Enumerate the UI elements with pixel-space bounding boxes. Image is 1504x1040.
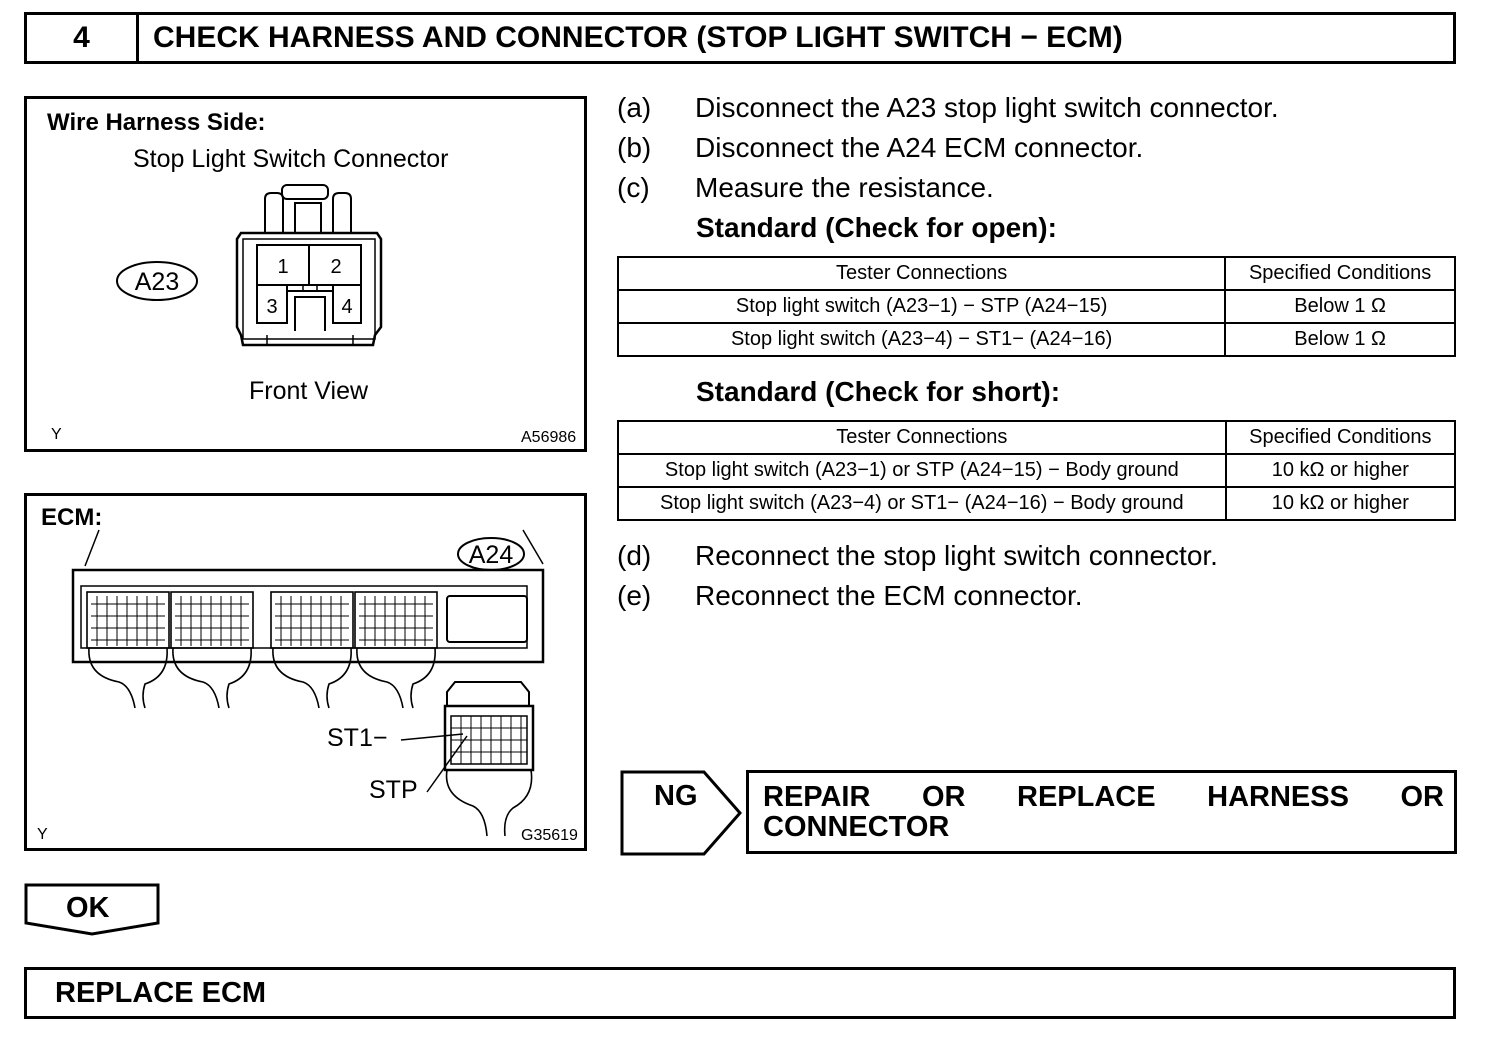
table-header-row: Tester Connections Specified Conditions: [616, 256, 1456, 291]
specified-condition-cell: Below 1 Ω: [1224, 289, 1456, 324]
connector-code-text: A23: [135, 268, 179, 296]
figure-code: G35619: [521, 827, 578, 844]
final-action-box: REPLACE ECM: [24, 967, 1456, 1019]
step-text: Reconnect the stop light switch connecto…: [695, 540, 1218, 571]
ecm-label: ECM:: [41, 504, 103, 531]
tester-connection-cell: Stop light switch (A23−4) or ST1− (A24−1…: [617, 486, 1227, 521]
step-text: Reconnect the ECM connector.: [695, 580, 1083, 611]
specified-condition-cell: Below 1 Ω: [1224, 322, 1456, 357]
step-header: 4 CHECK HARNESS AND CONNECTOR (STOP LIGH…: [24, 12, 1456, 64]
corner-mark: Y: [37, 826, 48, 843]
step-text: Measure the resistance.: [695, 172, 994, 203]
ecm-drawing: A24: [71, 529, 545, 837]
step-title: CHECK HARNESS AND CONNECTOR (STOP LIGHT …: [153, 21, 1123, 54]
table-row: Stop light switch (A23−4) − ST1− (A24−16…: [616, 322, 1456, 357]
final-action-text: REPLACE ECM: [55, 976, 267, 1009]
ng-action-line2: CONNECTOR: [763, 811, 950, 843]
specified-condition-cell: 10 kΩ or higher: [1224, 486, 1457, 521]
step-text: Disconnect the A23 stop light switch con…: [695, 92, 1279, 123]
standard-short-heading: Standard (Check for short):: [696, 376, 1061, 407]
column-header: Specified Conditions: [1224, 256, 1456, 291]
ng-action-box: REPAIR OR REPLACE HARNESS OR CONNECTOR: [746, 770, 1457, 854]
ng-action-line1: REPAIR OR REPLACE HARNESS OR: [763, 781, 1444, 814]
specified-condition-cell: 10 kΩ or higher: [1224, 453, 1457, 488]
step-number: 4: [27, 15, 139, 61]
connector-drawing: A23 1 2 3 4: [116, 184, 383, 347]
standard-short-table: Tester Connections Specified Conditions …: [617, 420, 1457, 521]
standard-open-heading: Standard (Check for open):: [696, 212, 1057, 243]
figure-stop-light-switch-connector: Wire Harness Side: Stop Light Switch Con…: [24, 96, 587, 452]
pin-number: 3: [266, 296, 277, 318]
step-label: (c): [617, 172, 650, 203]
pin-number: 4: [341, 296, 352, 318]
column-header: Tester Connections: [617, 420, 1227, 455]
column-header: Tester Connections: [616, 256, 1227, 291]
corner-mark: Y: [51, 426, 62, 443]
table-row: Stop light switch (A23−4) or ST1− (A24−1…: [617, 486, 1457, 521]
pin-number: 1: [277, 256, 288, 278]
ng-label: NG: [654, 780, 698, 812]
ecm-connector-code: A24: [469, 541, 514, 569]
column-header: Specified Conditions: [1224, 420, 1457, 455]
step-label: (e): [617, 580, 652, 611]
tester-connection-cell: Stop light switch (A23−4) − ST1− (A24−16…: [616, 322, 1227, 357]
ng-action-word: OR: [1400, 781, 1445, 813]
ng-action-word: OR: [921, 781, 966, 813]
terminal-st1-label: ST1−: [327, 724, 388, 752]
pin-number: 2: [330, 256, 341, 278]
connector-code-ellipse: [116, 261, 198, 301]
step-label: (a): [617, 92, 652, 123]
step-label: (b): [617, 132, 652, 163]
table-row: Stop light switch (A23−1) or STP (A24−15…: [617, 453, 1457, 488]
standard-open-table: Tester Connections Specified Conditions …: [616, 256, 1456, 357]
table-header-row: Tester Connections Specified Conditions: [617, 420, 1457, 455]
ok-label: OK: [66, 892, 110, 924]
ng-action-word: HARNESS: [1207, 781, 1349, 813]
tester-connection-cell: Stop light switch (A23−1) − STP (A24−15): [616, 289, 1227, 324]
terminal-stp-label: STP: [369, 776, 418, 804]
table-row: Stop light switch (A23−1) − STP (A24−15)…: [616, 289, 1456, 324]
ng-action-word: REPLACE: [1017, 781, 1156, 813]
connector-name: Stop Light Switch Connector: [133, 145, 449, 173]
wire-harness-side-label: Wire Harness Side:: [47, 109, 266, 136]
step-text: Disconnect the A24 ECM connector.: [695, 132, 1144, 163]
ng-action-word: REPAIR: [763, 781, 871, 813]
figure-code: A56986: [521, 429, 577, 446]
tester-connection-cell: Stop light switch (A23−1) or STP (A24−15…: [617, 453, 1227, 488]
ng-arrow-shape: [620, 770, 742, 856]
step-label: (d): [617, 540, 652, 571]
view-label: Front View: [249, 377, 369, 405]
figure-ecm: ECM: A24: [24, 493, 587, 851]
ok-arrow-shape: [24, 883, 160, 936]
